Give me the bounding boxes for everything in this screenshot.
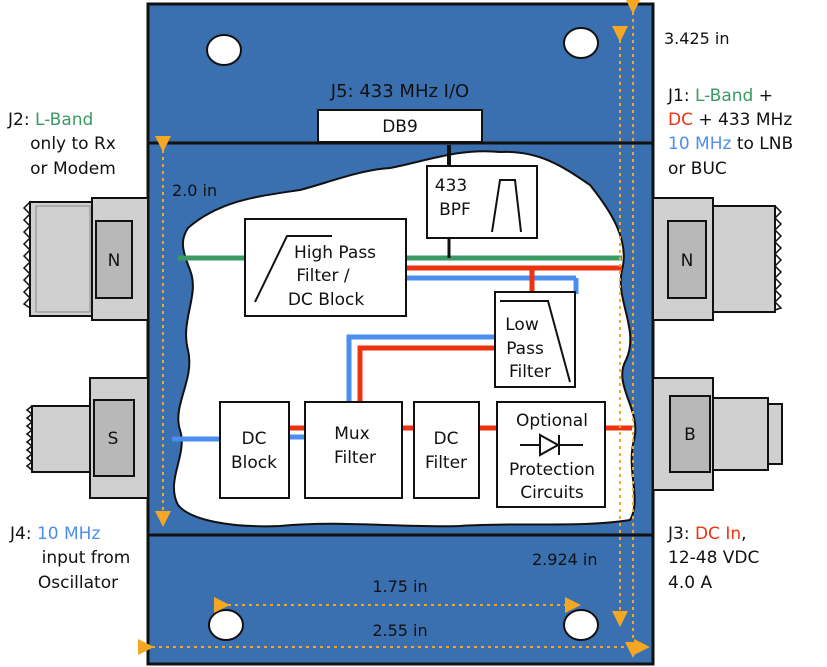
svg-text:or BUC: or BUC	[668, 159, 727, 179]
svg-text:4.0 A: 4.0 A	[668, 573, 712, 593]
dc-filter-line-2: Filter	[425, 453, 467, 473]
svg-text:10 MHz to LNB: 10 MHz to LNB	[668, 134, 793, 154]
blue-lpf-to-mux	[346, 334, 495, 402]
lpf-line-1: Low	[505, 315, 539, 335]
signal-traces	[172, 145, 632, 442]
bpf-line-1: 433	[435, 176, 467, 196]
j4-type-label: S	[108, 429, 119, 449]
dc-filter-line-1: DC	[434, 429, 459, 449]
hpf-response-curve	[254, 235, 332, 303]
dim-width-label: 2.55 in	[372, 621, 427, 640]
svg-text:12-48 VDC: 12-48 VDC	[668, 548, 759, 568]
db9-connector: DB9	[317, 109, 483, 143]
lpf-line-3: Filter	[509, 362, 551, 382]
bpf-line-2: BPF	[439, 200, 471, 220]
dc-filter-block: DC Filter	[413, 401, 480, 499]
j1-type-label: N	[681, 251, 694, 271]
lpf-response-curve	[500, 300, 571, 383]
j5-label: J5: 433 MHz I/O	[330, 81, 469, 102]
svg-text:J2: L-Band: J2: L-Band	[7, 110, 93, 130]
svg-text:J3: DC In,: J3: DC In,	[667, 524, 747, 544]
bpf-response-curve	[491, 179, 522, 233]
j4-s-connector: S	[25, 377, 149, 499]
mounting-hole-bottom-left	[208, 609, 244, 641]
dim-hole-spacing-label: 1.75 in	[372, 577, 427, 596]
j4-label: J4: 10 MHz input from Oscillator	[9, 524, 130, 593]
mux-line-2: Filter	[334, 448, 376, 468]
db9-label: DB9	[382, 117, 418, 137]
svg-text:or Modem: or Modem	[30, 159, 116, 179]
low-pass-filter-block: Low Pass Filter	[494, 291, 576, 388]
j3-label: J3: DC In, 12-48 VDC 4.0 A	[667, 524, 759, 593]
diode-symbol	[520, 433, 583, 457]
svg-text:input from: input from	[42, 548, 131, 568]
hpf-line-3: DC Block	[288, 290, 364, 310]
j3-type-label: B	[684, 425, 696, 445]
j2-label: J2: L-Band only to Rx or Modem	[7, 110, 116, 179]
dim-height-total-label: 3.425 in	[664, 29, 729, 48]
hpf-line-2: Filter /	[296, 266, 350, 286]
dc-block-line-1: DC	[242, 429, 267, 449]
mux-line-1: Mux	[334, 424, 370, 444]
protection-line-3: Circuits	[520, 483, 584, 503]
red-lpf-to-mux	[357, 345, 495, 402]
dc-block-line-2: Block	[231, 453, 277, 473]
mounting-hole-top-left	[206, 34, 242, 66]
mux-filter-block: Mux Filter	[304, 401, 403, 499]
protection-line-1: Optional	[516, 411, 588, 431]
j3-b-connector: B	[652, 377, 783, 491]
mounting-hole-top-right	[563, 27, 599, 59]
protection-line-2: Protection	[509, 460, 595, 480]
dim-height-lower-label: 2.924 in	[532, 550, 597, 569]
lpf-line-2: Pass	[506, 339, 544, 359]
j1-n-connector: N	[652, 197, 783, 321]
j2-n-connector: N	[22, 197, 149, 321]
protection-circuits-block: Optional Protection Circuits	[496, 401, 606, 508]
j1-label: J1: L-Band + DC + 433 MHz 10 MHz to LNB …	[667, 86, 793, 179]
hpf-line-1: High Pass	[294, 243, 376, 263]
svg-text:only to Rx: only to Rx	[30, 134, 116, 154]
high-pass-filter-block: High Pass Filter / DC Block	[244, 218, 407, 317]
svg-text:DC + 433 MHz: DC + 433 MHz	[668, 110, 792, 130]
j2-type-label: N	[108, 251, 121, 271]
svg-text:Oscillator: Oscillator	[38, 573, 118, 593]
bpf-433-block: 433 BPF	[426, 165, 538, 239]
mounting-hole-bottom-right	[563, 609, 599, 641]
svg-text:J4: 10 MHz: J4: 10 MHz	[9, 524, 100, 544]
dimension-lines	[138, 0, 650, 658]
svg-text:J1: L-Band +: J1: L-Band +	[667, 86, 773, 106]
mounting-holes	[206, 27, 599, 641]
dc-block-block: DC Block	[219, 401, 290, 499]
dim-height-mid-label: 2.0 in	[172, 181, 217, 200]
